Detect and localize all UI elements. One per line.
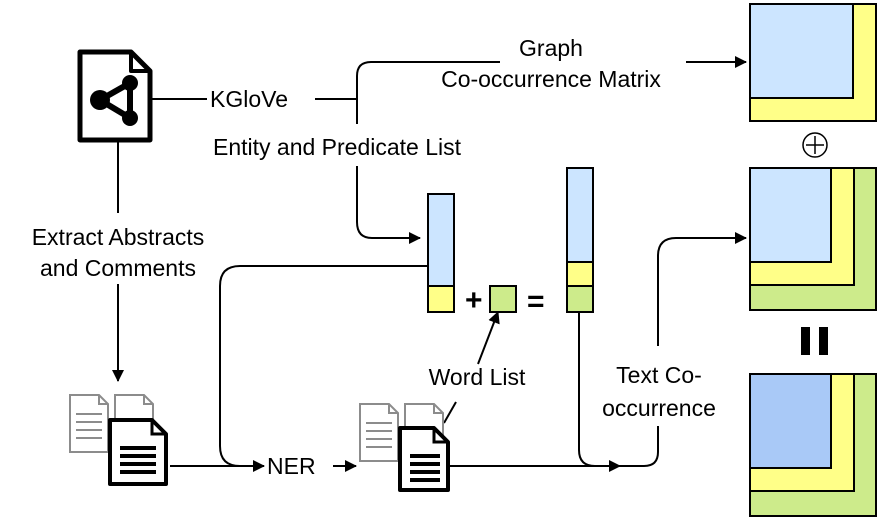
equals-operator: = <box>527 285 545 318</box>
label-kglove: KGloVe <box>210 86 288 112</box>
vertical-equals-icon <box>801 327 828 355</box>
share-graph-document-icon <box>77 49 153 143</box>
connectors <box>112 56 746 472</box>
edge-worddocs-to-wordlist <box>443 401 457 424</box>
edge-vector-loop-to-ner <box>219 265 430 467</box>
label-text-line2: occurrence <box>602 395 716 421</box>
label-text-line1: Text Co- <box>616 362 702 388</box>
label-graph-line2: Co-occurrence Matrix <box>441 66 661 92</box>
edge-text-to-matrix <box>620 238 746 467</box>
combined-cooccurrence-matrix <box>749 167 877 311</box>
label-extract-line1: Extract Abstracts <box>32 224 205 250</box>
graph-cooccurrence-matrix <box>749 3 877 122</box>
label-ner: NER <box>267 453 316 479</box>
stacked-documents-icon <box>69 394 168 486</box>
labels: KGloVe Graph Co-occurrence Matrix Entity… <box>32 35 716 479</box>
edge-vector-to-bottom <box>578 313 596 467</box>
plus-operator: + <box>465 284 483 317</box>
label-word-list: Word List <box>429 364 526 390</box>
label-entity-predicate-list: Entity and Predicate List <box>213 134 462 160</box>
edge-to-graph-matrix <box>356 61 500 99</box>
entity-vector <box>427 193 455 313</box>
result-matrix <box>749 373 877 517</box>
edge-wordlist-to-square <box>477 311 500 365</box>
edge-to-entity-vector <box>356 99 420 238</box>
label-graph-line1: Graph <box>519 35 583 61</box>
circled-plus-icon <box>802 132 828 158</box>
label-extract-line2: and Comments <box>40 255 196 281</box>
combined-vector <box>566 167 594 313</box>
word-documents-icon <box>359 403 450 492</box>
word-vector <box>489 285 517 313</box>
